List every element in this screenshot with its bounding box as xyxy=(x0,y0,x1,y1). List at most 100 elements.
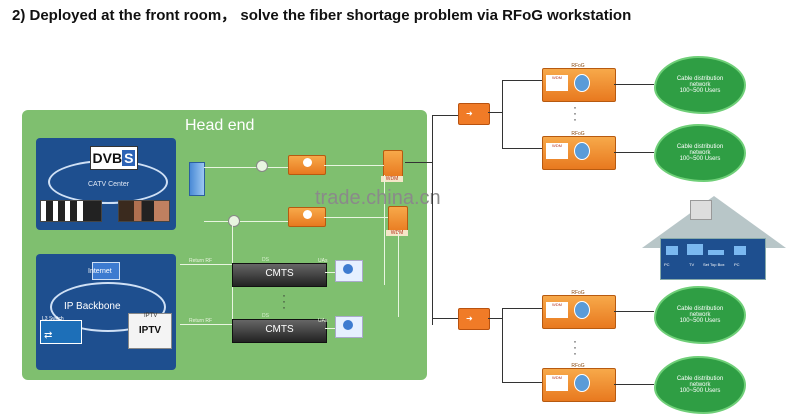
split-vertical-bottom xyxy=(502,308,503,382)
switch-arrows-icon: ⇄ xyxy=(44,330,53,341)
l3-switch-icon xyxy=(40,320,82,344)
switch-label: L3 Switch xyxy=(42,316,64,322)
cmts-to-rx-line-2 xyxy=(325,328,335,329)
cloud-2-line1: Cable distribution xyxy=(676,144,724,150)
fiber-line-a xyxy=(405,162,433,163)
rfog-to-cloud-3 xyxy=(614,311,654,312)
cloud-2-line2: network xyxy=(689,150,711,156)
rfog-to-cloud-4 xyxy=(614,384,654,385)
house-device-label-2: TV xyxy=(689,262,695,267)
optical-splitter-bottom xyxy=(458,308,490,330)
cloud-4-line2: network xyxy=(689,382,711,388)
ip-ring xyxy=(50,282,166,332)
split-line-bottom xyxy=(488,318,502,319)
house-window xyxy=(690,200,712,220)
uas-label-1: UAs xyxy=(318,258,328,264)
wdm-label-2: WDM xyxy=(386,230,408,236)
splitter-node-icon-2 xyxy=(228,215,240,227)
split-vertical-top xyxy=(502,80,503,148)
rfog-label-3: RFoG xyxy=(571,290,585,296)
cmts-unit-1: CMTS xyxy=(232,263,327,287)
splitter-arrow-icon-2: ➜ xyxy=(466,314,473,323)
cloud-3-line1: Cable distribution xyxy=(676,306,724,312)
wdm-return-line-1 xyxy=(384,175,385,285)
cmts-to-rx-line-1 xyxy=(325,272,335,273)
internet-label: Internet xyxy=(88,268,112,275)
rfog-dots-top: ··· xyxy=(573,100,577,126)
rfog-dots-bottom: ··· xyxy=(573,334,577,360)
rfog-label-1: RFoG xyxy=(571,63,585,69)
set-top-box-icon xyxy=(708,250,724,255)
split-line-top xyxy=(488,112,502,113)
dvb-logo-text: DVB xyxy=(92,150,123,166)
fiber-to-splitter-top xyxy=(432,115,458,116)
rfog-label-2: RFoG xyxy=(571,131,585,137)
cloud-4-line3: 100~500 Users xyxy=(679,388,721,394)
split-to-rfog-1 xyxy=(502,80,542,81)
tx-wdm-line-1 xyxy=(324,165,384,166)
iptv-logo: IPTV xyxy=(128,313,172,349)
rfog-indicator-icon-2 xyxy=(574,142,590,160)
catv-to-transmitter-line xyxy=(204,167,288,168)
rfog-indicator-icon-4 xyxy=(574,374,590,392)
wdm-unit-1 xyxy=(383,150,403,178)
dvb-logo-s: S xyxy=(122,150,136,166)
splitter-node-icon xyxy=(256,160,268,172)
tv-icon xyxy=(687,244,703,255)
tv-program-strip-left xyxy=(40,200,102,222)
rfog-indicator-icon-3 xyxy=(574,301,590,319)
iptv-small-label: IPTV xyxy=(144,313,158,319)
rfog-port-1: WDM xyxy=(546,75,568,91)
fiber-trunk-line xyxy=(432,115,433,325)
transmitter-indicator-icon-2 xyxy=(303,210,312,219)
cloud-3-line3: 100~500 Users xyxy=(679,318,721,324)
splitter-arrow-icon: ➜ xyxy=(466,109,473,118)
ip-to-cmts-line-2 xyxy=(180,324,232,325)
tv-program-strip-right xyxy=(118,200,170,222)
return-receiver-icon-1 xyxy=(343,264,353,274)
wdm-return-line-2 xyxy=(398,232,399,317)
return-rf-label-2: Return RF xyxy=(189,318,213,324)
ds-label-2: DS xyxy=(262,313,269,319)
split-to-rfog-2 xyxy=(502,148,542,149)
cloud-3-line2: network xyxy=(689,312,711,318)
rfog-to-cloud-2 xyxy=(614,152,654,153)
cable-distribution-cloud-1: Cable distribution network 100~500 Users xyxy=(654,56,746,114)
cmts-unit-2: CMTS xyxy=(232,319,327,343)
rfog-port-4: WDM xyxy=(546,375,568,391)
optical-splitter-top xyxy=(458,103,490,125)
split-to-rfog-4 xyxy=(502,382,542,383)
cloud-1-line3: 100~500 Users xyxy=(679,88,721,94)
ip-to-cmts-line-1 xyxy=(180,264,232,265)
encoder-server-icon xyxy=(189,162,205,196)
cable-distribution-cloud-2: Cable distribution network 100~500 Users xyxy=(654,124,746,182)
cmts-continuation-dots: ··· xyxy=(282,288,286,314)
internet-globe-icon xyxy=(92,262,120,280)
wdm-label-1: WDM xyxy=(381,176,403,182)
house-device-label-1: PC xyxy=(664,262,670,267)
house-device-label-4: PC xyxy=(734,262,740,267)
cloud-4-line1: Cable distribution xyxy=(676,376,724,382)
house-device-label-3: Set Top Box xyxy=(703,262,725,267)
rfog-port-2: WDM xyxy=(546,143,568,159)
return-receiver-icon-2 xyxy=(343,320,353,330)
fiber-to-splitter-bottom xyxy=(432,318,458,319)
pc-icon-2 xyxy=(734,246,746,255)
uas-label-2: UAs xyxy=(318,318,328,324)
catv-center-label: CATV Center xyxy=(88,181,130,188)
rfog-label-4: RFoG xyxy=(571,363,585,369)
cloud-2-line3: 100~500 Users xyxy=(679,156,721,162)
split-to-rfog-3 xyxy=(502,308,542,309)
rfog-to-cloud-1 xyxy=(614,84,654,85)
rfog-port-3: WDM xyxy=(546,302,568,318)
page-title: 2) Deployed at the front room， solve the… xyxy=(12,7,632,24)
cable-distribution-cloud-3: Cable distribution network 100~500 Users xyxy=(654,286,746,344)
pc-icon-1 xyxy=(666,246,678,255)
return-rf-label-1: Return RF xyxy=(189,258,213,264)
ds-label-1: DS xyxy=(262,257,269,263)
house-body xyxy=(660,238,766,280)
rfog-indicator-icon-1 xyxy=(574,74,590,92)
cloud-1-line2: network xyxy=(689,82,711,88)
watermark-text: trade.china.cn xyxy=(315,187,441,209)
tx-wdm-line-2 xyxy=(324,217,388,218)
